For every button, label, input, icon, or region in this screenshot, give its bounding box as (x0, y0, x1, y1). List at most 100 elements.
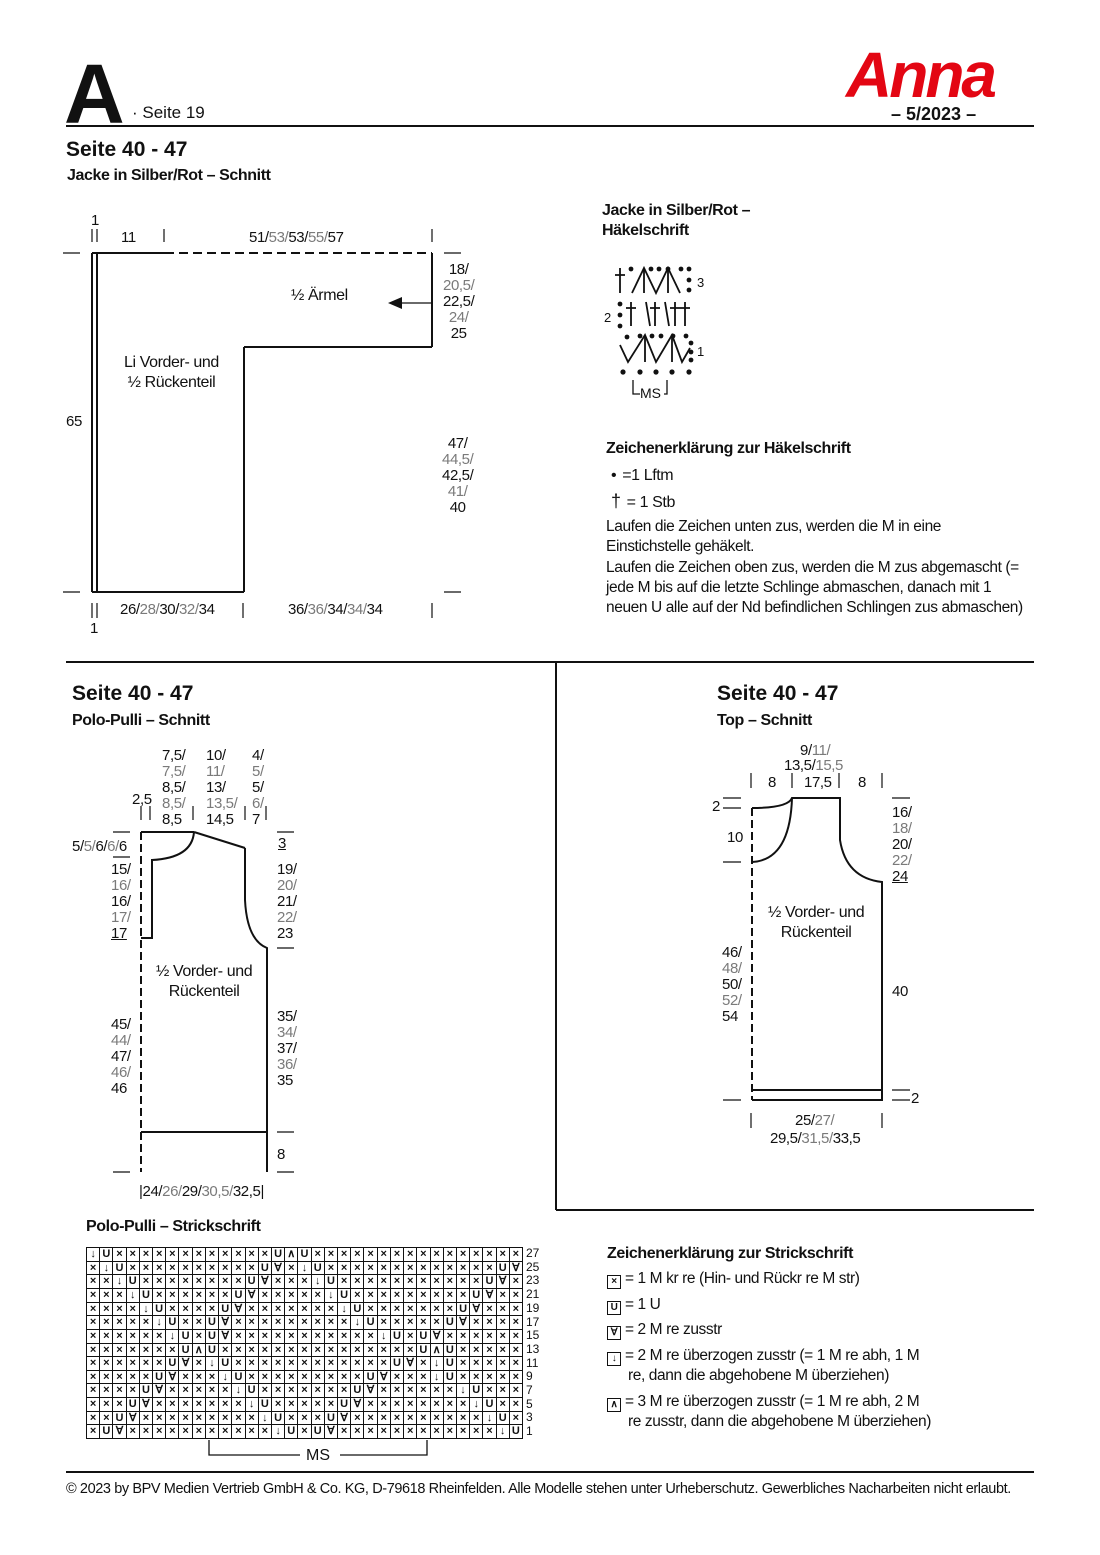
knit-stitch-icon: × (364, 1248, 377, 1261)
yarn-over-icon: U (232, 1370, 245, 1384)
skpo-icon: ↓ (483, 1411, 496, 1425)
knit-stitch-icon: × (285, 1398, 298, 1411)
yarn-over-icon: U (205, 1329, 219, 1343)
k2tog-icon: ∀ (166, 1370, 179, 1384)
knit-stitch-icon: × (351, 1261, 364, 1275)
yarn-over-icon: U (258, 1261, 271, 1275)
size-value: 36/ (288, 601, 308, 618)
knit-stitch-icon: × (456, 1357, 470, 1370)
size-value: 8,5/ (162, 779, 186, 796)
knit-stitch-icon: × (179, 1275, 192, 1288)
knit-stitch-icon: × (166, 1288, 179, 1302)
knit-stitch-icon: × (456, 1370, 470, 1384)
yarn-over-icon: U (285, 1425, 298, 1438)
knit-stitch-icon: × (496, 1302, 509, 1316)
skpo-icon: ↓ (139, 1302, 153, 1316)
knit-stitch-icon: × (443, 1398, 456, 1411)
k2tog-icon: ∀ (126, 1411, 139, 1425)
knit-stitch-icon: × (285, 1384, 298, 1398)
size-value: 34/ (327, 601, 347, 618)
knit-stitch-icon: × (87, 1275, 100, 1288)
knit-stitch-icon: × (496, 1288, 509, 1302)
dim-neck-depth: 5/5/6/6/6 (72, 839, 127, 855)
knit-stitch-icon: × (126, 1329, 139, 1343)
double-crochet-icon: † (611, 491, 621, 511)
legend-text: = 1 M kr re (Hin- und Rückr re M str) (625, 1270, 860, 1287)
knit-stitch-icon: × (377, 1316, 390, 1329)
knit-stitch-icon: × (390, 1398, 404, 1411)
knit-stitch-icon: × (338, 1357, 351, 1370)
k2tog-icon: ∀ (245, 1288, 258, 1302)
knit-stitch-icon: × (87, 1288, 100, 1302)
knit-stitch-icon: × (258, 1384, 271, 1398)
knit-stitch-icon: × (364, 1329, 377, 1343)
knit-stitch-icon: × (456, 1398, 470, 1411)
knit-stitch-icon: × (258, 1357, 271, 1370)
size-value: 46 (111, 1080, 127, 1097)
page-number: · Seite 19 (132, 103, 205, 122)
knit-stitch-icon: × (219, 1411, 232, 1425)
yarn-over-icon: U (245, 1384, 258, 1398)
size-value: 30/ (159, 601, 179, 618)
knit-stitch-icon: × (100, 1411, 113, 1425)
repeat-bracket (208, 1440, 428, 1456)
knit-stitch-icon: × (351, 1248, 364, 1261)
knit-stitch-icon: × (219, 1248, 232, 1261)
knit-stitch-icon: × (232, 1329, 245, 1343)
knit-stitch-icon: × (470, 1329, 483, 1343)
size-value: 16/ (111, 877, 131, 894)
knit-chart-grid: ↓U××××××××××××U∧U×××××××××××××××××↓U××××… (86, 1247, 523, 1439)
knit-stitch-icon: × (298, 1343, 311, 1357)
jacket-outline (91, 252, 433, 593)
knit-stitch-icon: × (153, 1411, 166, 1425)
skpo-icon: ↓ (324, 1288, 338, 1302)
knit-stitch-icon: × (417, 1302, 430, 1316)
repeat-label: MS (306, 1447, 330, 1464)
knit-stitch-icon: × (496, 1357, 509, 1370)
knit-stitch-icon: × (443, 1288, 456, 1302)
knit-stitch-icon: × (126, 1425, 139, 1438)
note-1: Laufen die Zeichen unten zus, werden die… (606, 518, 942, 556)
row-number: 13 (526, 1341, 540, 1356)
knit-stitch-icon: × (324, 1384, 338, 1398)
knit-stitch-icon: × (232, 1248, 245, 1261)
body-label-line: ½ Vorder- und (768, 904, 865, 921)
knit-stitch-icon: × (311, 1343, 324, 1357)
knit-stitch-icon: × (166, 1343, 179, 1357)
body-label-line: Rückenteil (780, 924, 852, 941)
k2tog-icon: ∀ (430, 1329, 443, 1343)
knit-stitch-icon: × (219, 1398, 232, 1411)
yarn-over-icon: U (219, 1302, 232, 1316)
knit-stitch-icon: × (153, 1425, 166, 1438)
k2tog-icon: ∀ (509, 1261, 522, 1275)
knit-stitch-icon: × (456, 1248, 470, 1261)
knit-stitch-icon: × (271, 1370, 285, 1384)
knit-stitch-icon: × (219, 1275, 232, 1288)
skpo-icon: ↓ (113, 1275, 126, 1288)
k2tog-icon: ∀ (456, 1316, 470, 1329)
size-value: 6/ (252, 795, 264, 812)
knit-stitch-icon: × (470, 1343, 483, 1357)
crochet-title: Jacke in Silber/Rot –Häkelschrift (602, 201, 751, 241)
knit-stitch-icon: × (351, 1357, 364, 1370)
knit-stitch-icon: × (258, 1316, 271, 1329)
dim-shoulder-right: 8 (858, 774, 866, 791)
crochet-row-label: 3 (697, 275, 705, 290)
knit-stitch-icon: × (470, 1425, 483, 1438)
knit-stitch-icon: × (100, 1329, 113, 1343)
knit-stitch-icon: × (100, 1398, 113, 1411)
knit-stitch-icon: × (285, 1261, 298, 1275)
yarn-over-icon: U (390, 1357, 404, 1370)
crochet-title-line: Häkelschrift (602, 222, 689, 239)
skpo-icon: ↓ (245, 1398, 258, 1411)
row-number: 25 (526, 1259, 540, 1274)
dim-height: 65 (66, 413, 82, 430)
knit-stitch-icon: × (509, 1316, 522, 1329)
section-title: Jacke in Silber/Rot – Schnitt (67, 167, 271, 184)
yarn-over-icon: U (205, 1316, 219, 1329)
size-value: 18/ (448, 261, 469, 278)
knit-stitch-icon: × (483, 1343, 496, 1357)
knit-stitch-icon: × (456, 1343, 470, 1357)
knit-stitch-icon: × (324, 1357, 338, 1370)
knit-stitch-icon: × (219, 1425, 232, 1438)
